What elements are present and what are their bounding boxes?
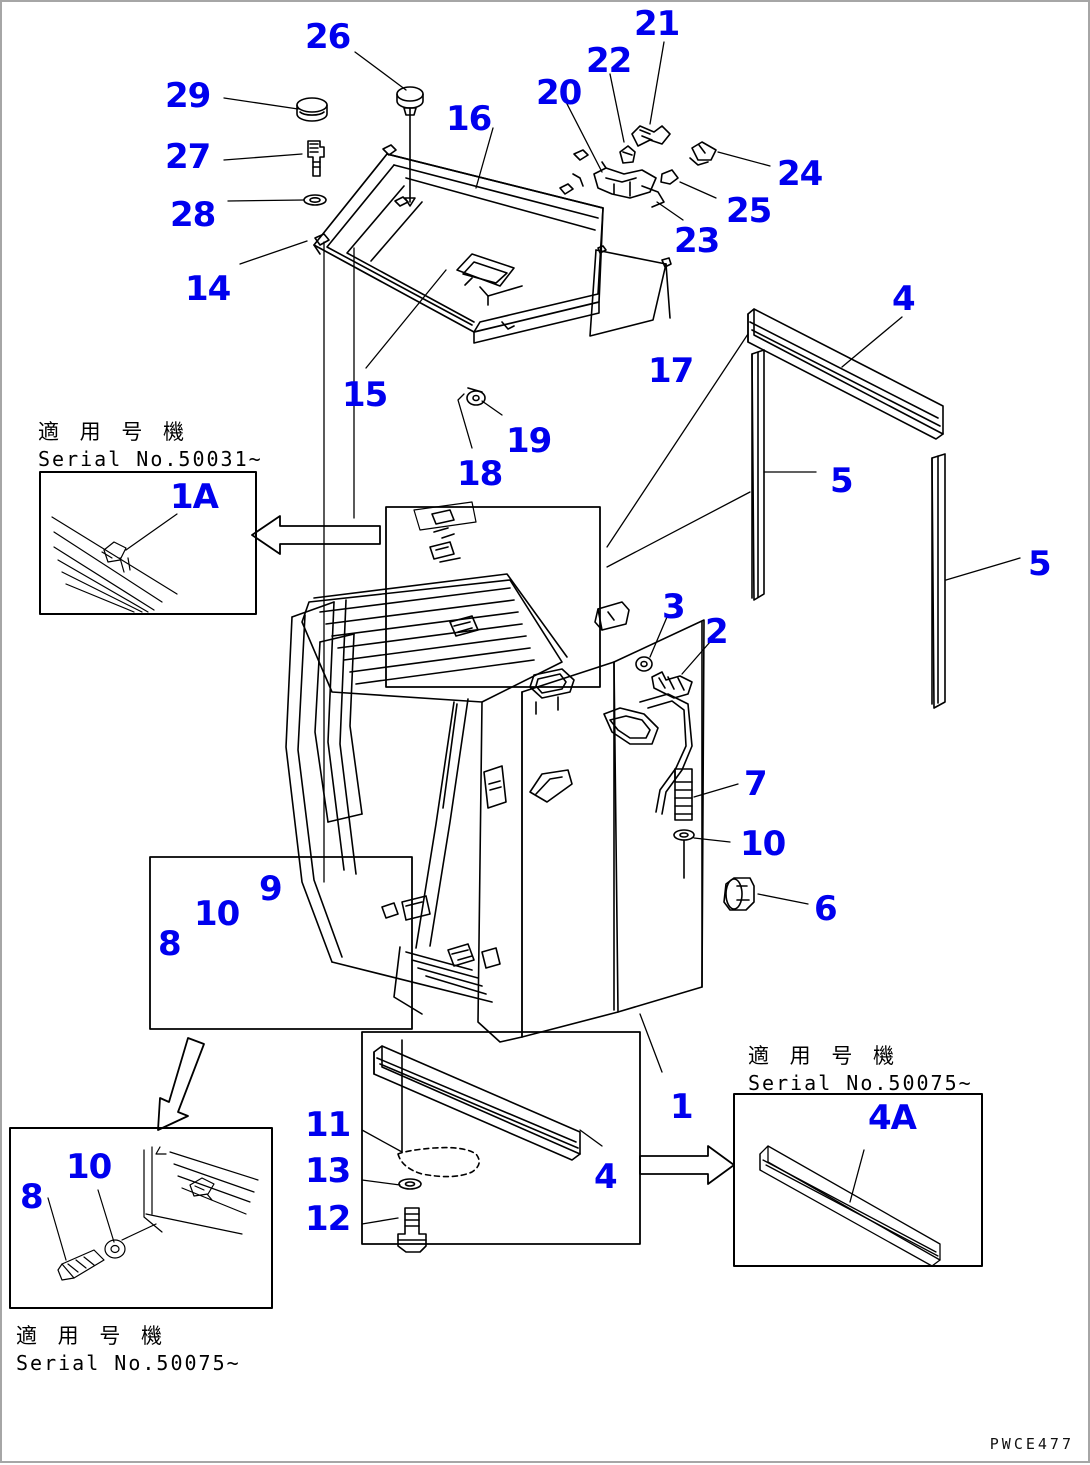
- leader-lines-bars: [606, 316, 1021, 581]
- callout-1A: 1A: [170, 477, 219, 517]
- operator-cab-frame: [285, 501, 705, 1043]
- leader-lines-mid: [323, 241, 503, 883]
- callout-25: 25: [726, 191, 772, 231]
- callout-5-b: 5: [1028, 544, 1052, 584]
- arrow-to-inset-8-10: [157, 1037, 205, 1131]
- callout-8-inset: 8: [20, 1177, 44, 1217]
- arrow-to-inset-1A: [251, 515, 381, 555]
- weatherstrip-bar-5b: [931, 453, 946, 709]
- callout-23: 23: [674, 221, 720, 261]
- inset-8-10-caption: 適 用 号 機 Serial No.50075~: [16, 1320, 241, 1375]
- weatherstrip-bar-4: [747, 308, 944, 440]
- callout-4-right: 4: [892, 279, 916, 319]
- leader-lines-topleft: [223, 51, 494, 265]
- inset-1A-caption-serial: Serial No.50031~: [38, 447, 263, 471]
- callout-24: 24: [777, 154, 823, 194]
- inset-8-10-caption-cjk: 適 用 号 機: [16, 1324, 170, 1348]
- weatherstrip-bar-5a: [751, 349, 765, 601]
- callout-3: 3: [662, 587, 686, 627]
- callout-13: 13: [305, 1151, 351, 1191]
- callout-14: 14: [185, 269, 231, 309]
- fastener-3-washer: [635, 656, 653, 672]
- fastener-28-washer: [303, 194, 327, 206]
- fastener-29-cap: [296, 97, 328, 122]
- callout-16: 16: [446, 99, 492, 139]
- arrow-to-inset-4A: [639, 1145, 735, 1185]
- fastener-2-bolt: [651, 671, 693, 699]
- fastener-12-bolt: [397, 1207, 427, 1253]
- callout-28: 28: [170, 195, 216, 235]
- inset-box-8-10: [9, 1127, 273, 1309]
- callout-4A: 4A: [868, 1098, 917, 1138]
- roof-mount-points: [314, 233, 486, 406]
- part-11-seal: [397, 1039, 480, 1178]
- callout-1: 1: [670, 1087, 694, 1127]
- callout-15: 15: [342, 375, 388, 415]
- callout-8-mid: 8: [158, 924, 182, 964]
- callout-11: 11: [305, 1105, 351, 1145]
- callout-22: 22: [586, 41, 632, 81]
- callout-12: 12: [305, 1199, 351, 1239]
- inset-8-10-caption-serial: Serial No.50075~: [16, 1351, 241, 1375]
- callout-17: 17: [648, 351, 694, 391]
- roof-side-plate: [589, 245, 672, 337]
- roof-panel-assembly: [313, 144, 604, 344]
- callout-19: 19: [506, 421, 552, 461]
- callout-4-bottom: 4: [594, 1157, 618, 1197]
- callout-2: 2: [705, 612, 729, 652]
- fastener-7-bolt: [674, 768, 693, 821]
- callout-29: 29: [165, 76, 211, 116]
- fastener-26-knob: [396, 86, 424, 207]
- inset-1A-caption-cjk: 適 用 号 機: [38, 420, 192, 444]
- inset-4A-caption-cjk: 適 用 号 機: [748, 1044, 902, 1068]
- fastener-10-washer: [673, 829, 695, 879]
- callout-18: 18: [457, 454, 503, 494]
- callout-7: 7: [744, 764, 768, 804]
- inset-4A-caption: 適 用 号 機 Serial No.50075~: [748, 1040, 973, 1095]
- callout-20: 20: [536, 73, 582, 113]
- hydraulic-fittings-top: [593, 125, 717, 208]
- callout-9: 9: [259, 869, 283, 909]
- callout-21: 21: [634, 4, 680, 44]
- bottom-weatherstrip-4: [373, 1045, 581, 1161]
- callout-5-a: 5: [830, 461, 854, 501]
- callout-26: 26: [305, 17, 351, 57]
- callout-10-mid: 10: [194, 894, 240, 934]
- callout-10-right: 10: [740, 824, 786, 864]
- inset-box-1A: [39, 471, 257, 615]
- callout-27: 27: [165, 137, 211, 177]
- drawing-code: PWCE477: [989, 1435, 1074, 1453]
- fastener-6-grommet: [723, 877, 755, 911]
- callout-6: 6: [814, 889, 838, 929]
- fastener-27-bolt: [307, 140, 325, 177]
- detail-frames: [149, 506, 641, 1245]
- callout-10-inset: 10: [66, 1147, 112, 1187]
- leader-lines-topright: [564, 41, 771, 221]
- fastener-13-washer: [398, 1178, 422, 1190]
- inset-1A-caption: 適 用 号 機 Serial No.50031~: [38, 416, 263, 471]
- inset-box-4A: [733, 1093, 983, 1267]
- inset-4A-caption-serial: Serial No.50075~: [748, 1071, 973, 1095]
